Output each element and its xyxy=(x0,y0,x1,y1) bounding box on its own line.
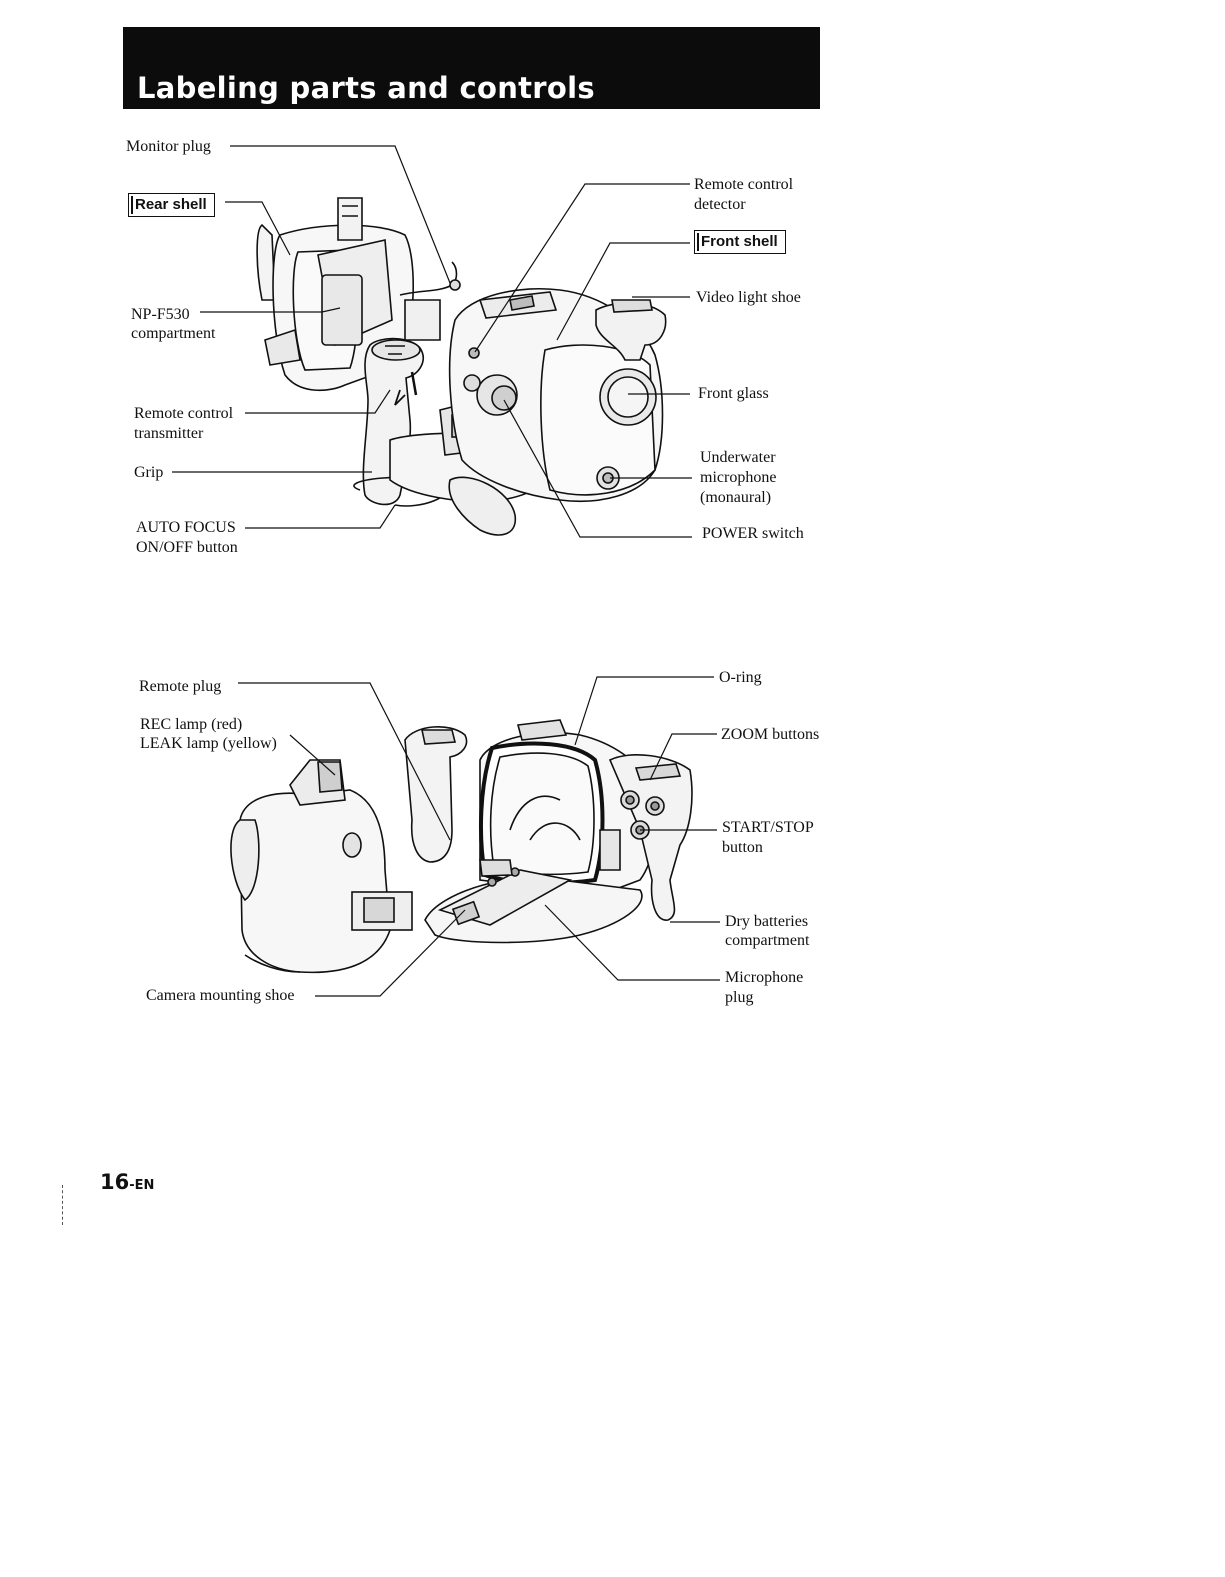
label-o-ring: O-ring xyxy=(719,668,762,687)
label-microphone-plug-line2: plug xyxy=(725,988,753,1007)
label-front-glass: Front glass xyxy=(698,384,769,403)
label-leak-lamp: LEAK lamp (yellow) xyxy=(140,734,277,753)
margin-mark xyxy=(62,1185,64,1225)
label-underwater-mic-line3: (monaural) xyxy=(700,488,771,507)
label-monitor-plug: Monitor plug xyxy=(126,137,211,156)
label-grip: Grip xyxy=(134,463,163,482)
label-video-light-shoe: Video light shoe xyxy=(696,288,801,307)
label-remote-detector-line2: detector xyxy=(694,195,746,214)
label-remote-plug: Remote plug xyxy=(139,677,221,696)
label-microphone-plug-line1: Microphone xyxy=(725,968,803,987)
label-dry-batteries-line2: compartment xyxy=(725,931,809,950)
label-dry-batteries-line1: Dry batteries xyxy=(725,912,808,931)
label-camera-mounting-shoe: Camera mounting shoe xyxy=(146,986,294,1005)
label-power-switch: POWER switch xyxy=(702,524,804,543)
rear-shell-back-drawing xyxy=(231,760,412,972)
label-rec-lamp: REC lamp (red) xyxy=(140,715,242,734)
label-underwater-mic-line2: microphone xyxy=(700,468,776,487)
page-number-suffix: -EN xyxy=(129,1178,154,1193)
label-zoom-buttons: ZOOM buttons xyxy=(721,725,819,744)
label-start-stop-line2: button xyxy=(722,838,763,857)
label-auto-focus-line2: ON/OFF button xyxy=(136,538,238,557)
label-start-stop-line1: START/STOP xyxy=(722,818,814,837)
label-underwater-mic-line1: Underwater xyxy=(700,448,776,467)
page-number-value: 16 xyxy=(100,1170,129,1194)
label-np-f530-line2: compartment xyxy=(131,324,215,343)
page-number: 16-EN xyxy=(100,1170,154,1194)
label-np-f530-line1: NP-F530 xyxy=(131,305,190,324)
label-remote-detector-line1: Remote control xyxy=(694,175,793,194)
label-front-shell: Front shell xyxy=(694,230,786,254)
label-remote-transmitter-line2: transmitter xyxy=(134,424,203,443)
label-remote-transmitter-line1: Remote control xyxy=(134,404,233,423)
label-auto-focus-line1: AUTO FOCUS xyxy=(136,518,236,537)
label-rear-shell: Rear shell xyxy=(128,193,215,217)
